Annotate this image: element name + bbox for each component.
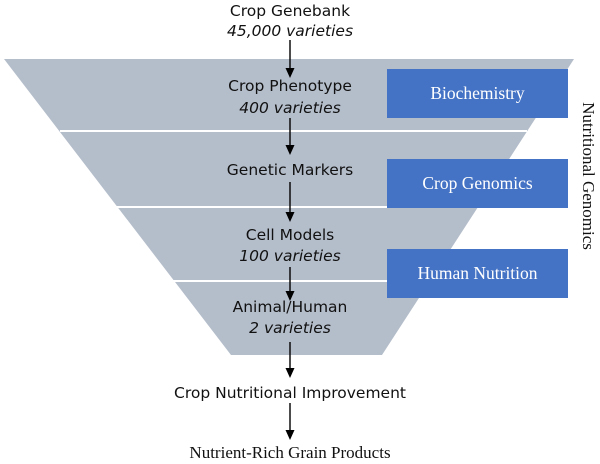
genebank-title: Crop Genebank <box>229 2 351 20</box>
genebank-count: 45,000 varieties <box>226 22 354 40</box>
category-box-human-nutrition: Human Nutrition <box>387 249 568 298</box>
output-products-label: Nutrient-Rich Grain Products <box>189 443 391 462</box>
arrow-improvement-to-products <box>285 403 295 440</box>
stage-cell-models-title: Cell Models <box>245 226 335 244</box>
arrow-cell-models-to-animal-human <box>285 267 295 301</box>
stage-animal-human-count: 2 varieties <box>249 319 331 337</box>
stage-animal-human-title: Animal/Human <box>232 298 348 316</box>
stage-phenotype-count: 400 varieties <box>239 99 341 117</box>
arrow-animal-human-to-improvement <box>285 342 295 378</box>
output-improvement-label: Crop Nutritional Improvement <box>174 384 406 402</box>
stage-cell-models-count: 100 varieties <box>239 247 341 265</box>
arrow-genebank-to-phenotype <box>285 40 295 78</box>
category-box-crop-genomics: Crop Genomics <box>387 159 568 208</box>
arrow-phenotype-to-markers <box>285 118 295 155</box>
stage-phenotype-title: Crop Phenotype <box>228 77 352 95</box>
stage-markers-title: Genetic Markers <box>226 161 354 179</box>
side-label-nutritional-genomics: Nutritional Genomics <box>579 102 598 250</box>
category-box-biochemistry: Biochemistry <box>387 69 568 118</box>
arrow-markers-to-cell-models <box>285 182 295 222</box>
